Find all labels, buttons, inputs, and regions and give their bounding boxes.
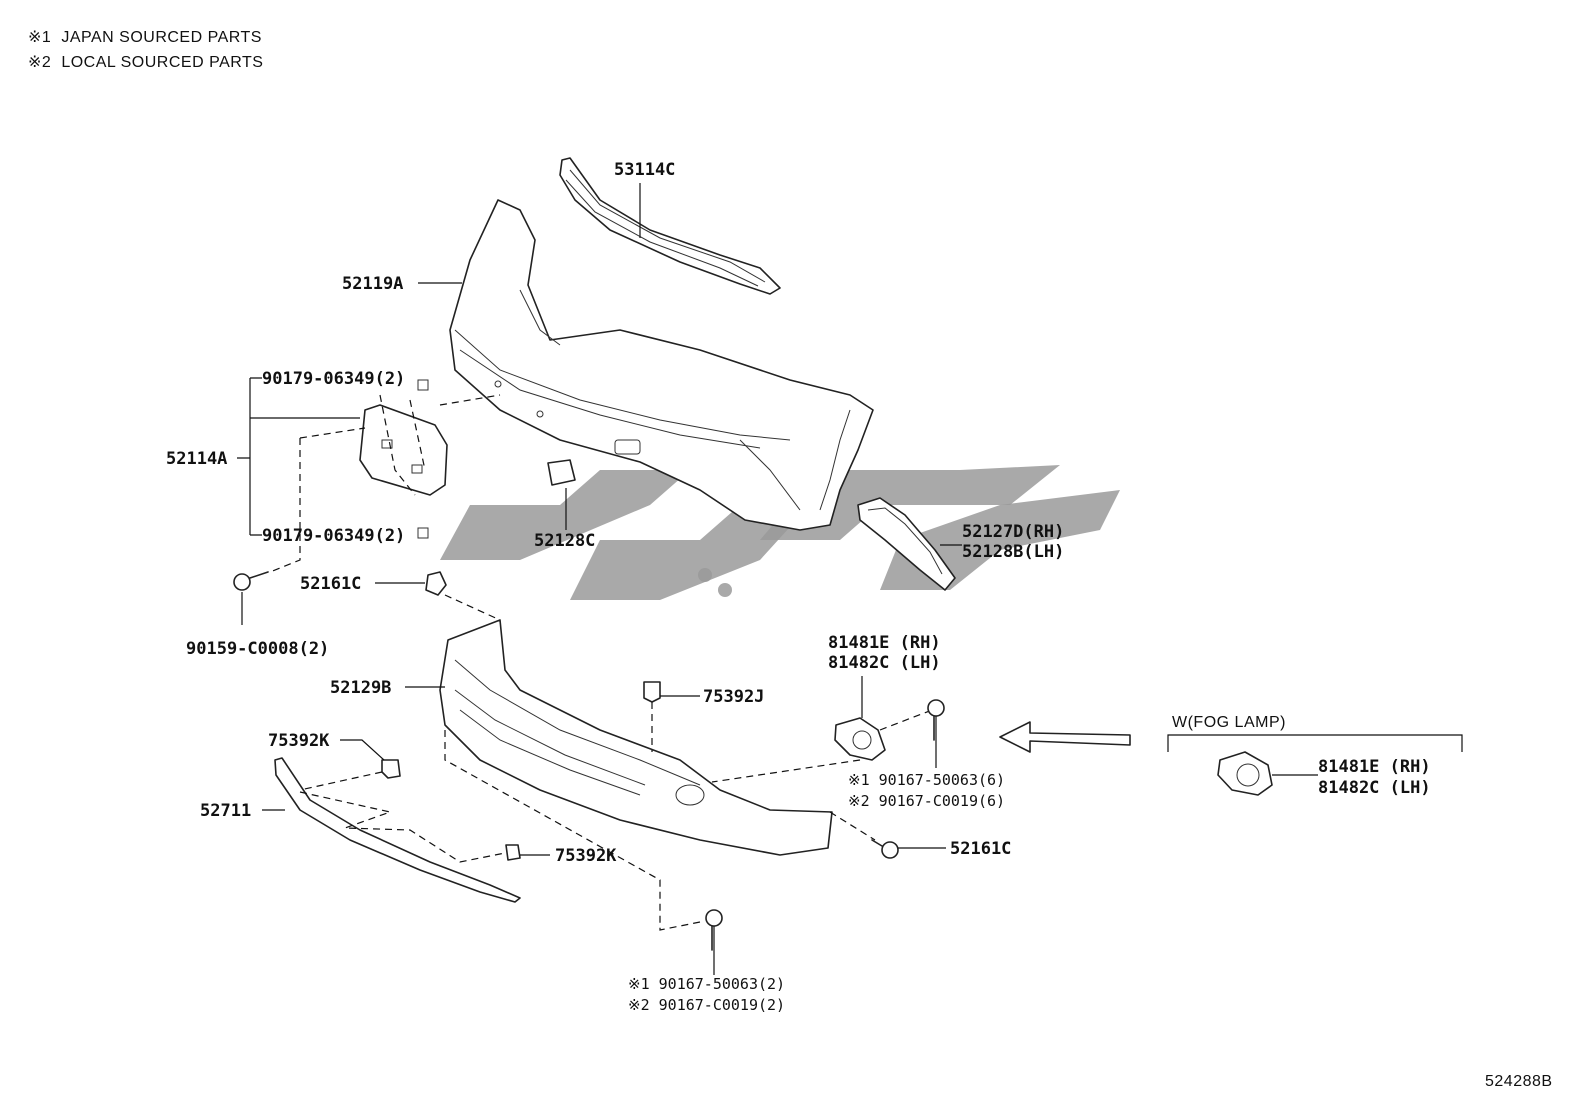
label-90167-b2: ※2 90167-C0019(2)	[628, 996, 785, 1014]
label-52711: 52711	[200, 801, 251, 821]
part-81481E-fog-bracket	[711, 676, 933, 783]
label-52129B: 52129B	[330, 678, 391, 698]
label-52127D: 52127D(RH)	[962, 522, 1064, 542]
part-75392J-clip	[643, 681, 700, 752]
label-90167-r1: ※1 90167-50063(6)	[848, 771, 1005, 789]
arrow-left-icon	[999, 721, 1131, 753]
part-52129B-lower-spoiler	[405, 619, 833, 931]
part-90167-screw-bottom	[705, 909, 723, 975]
label-75392K-top: 75392K	[268, 731, 330, 751]
part-52114A-plate-bracket	[359, 379, 501, 539]
label-75392K-bottom: 75392K	[555, 846, 617, 866]
part-52161C-clip-bottom	[829, 811, 946, 859]
label-52128C: 52128C	[534, 531, 595, 551]
part-75392K-clip-bottom	[505, 844, 550, 861]
part-52119A-bumper-cover	[449, 199, 874, 531]
note-1-mark: ※1	[28, 29, 51, 46]
label-fog-81481E: 81481E (RH)	[1318, 757, 1431, 777]
leader-52114A-bracket	[237, 377, 360, 536]
label-52128B: 52128B(LH)	[962, 542, 1064, 562]
label-w-fog-lamp: W(FOG LAMP)	[1172, 714, 1286, 731]
label-53114C: 53114C	[614, 160, 675, 180]
label-81482C: 81482C (LH)	[828, 653, 941, 673]
label-52161C-bottom: 52161C	[950, 839, 1011, 859]
label-90179-top: 90179-06349(2)	[262, 369, 405, 389]
part-52161C-clip-top	[375, 571, 501, 621]
label-81481E: 81481E (RH)	[828, 633, 941, 653]
part-90159-bolt	[233, 427, 366, 625]
label-90159: 90159-C0008(2)	[186, 639, 329, 659]
note-1-text: JAPAN SOURCED PARTS	[61, 29, 262, 46]
part-52127D-side-bezel	[857, 497, 962, 591]
part-52711-lower-molding	[262, 757, 521, 903]
label-75392J: 75392J	[703, 687, 764, 707]
note-2-text: LOCAL SOURCED PARTS	[61, 54, 263, 71]
part-90167-screw-right	[927, 699, 945, 768]
label-52119A: 52119A	[342, 274, 403, 294]
label-90167-r2: ※2 90167-C0019(6)	[848, 792, 1005, 810]
part-75392K-clip-top	[299, 739, 401, 791]
part-52128C-cover-cap	[547, 459, 576, 530]
label-52114A: 52114A	[166, 449, 227, 469]
fog-lamp-variant	[1167, 734, 1463, 796]
illustration-code: 524288B	[1485, 1073, 1553, 1090]
label-52161C-top: 52161C	[300, 574, 361, 594]
note-2-mark: ※2	[28, 54, 51, 71]
label-90167-b1: ※1 90167-50063(2)	[628, 975, 785, 993]
label-fog-81482C: 81482C (LH)	[1318, 778, 1431, 798]
notes-legend: ※1 JAPAN SOURCED PARTS ※2 LOCAL SOURCED PA…	[28, 29, 263, 71]
part-53114C-upper-grille	[559, 157, 781, 295]
label-90179-bottom: 90179-06349(2)	[262, 526, 405, 546]
